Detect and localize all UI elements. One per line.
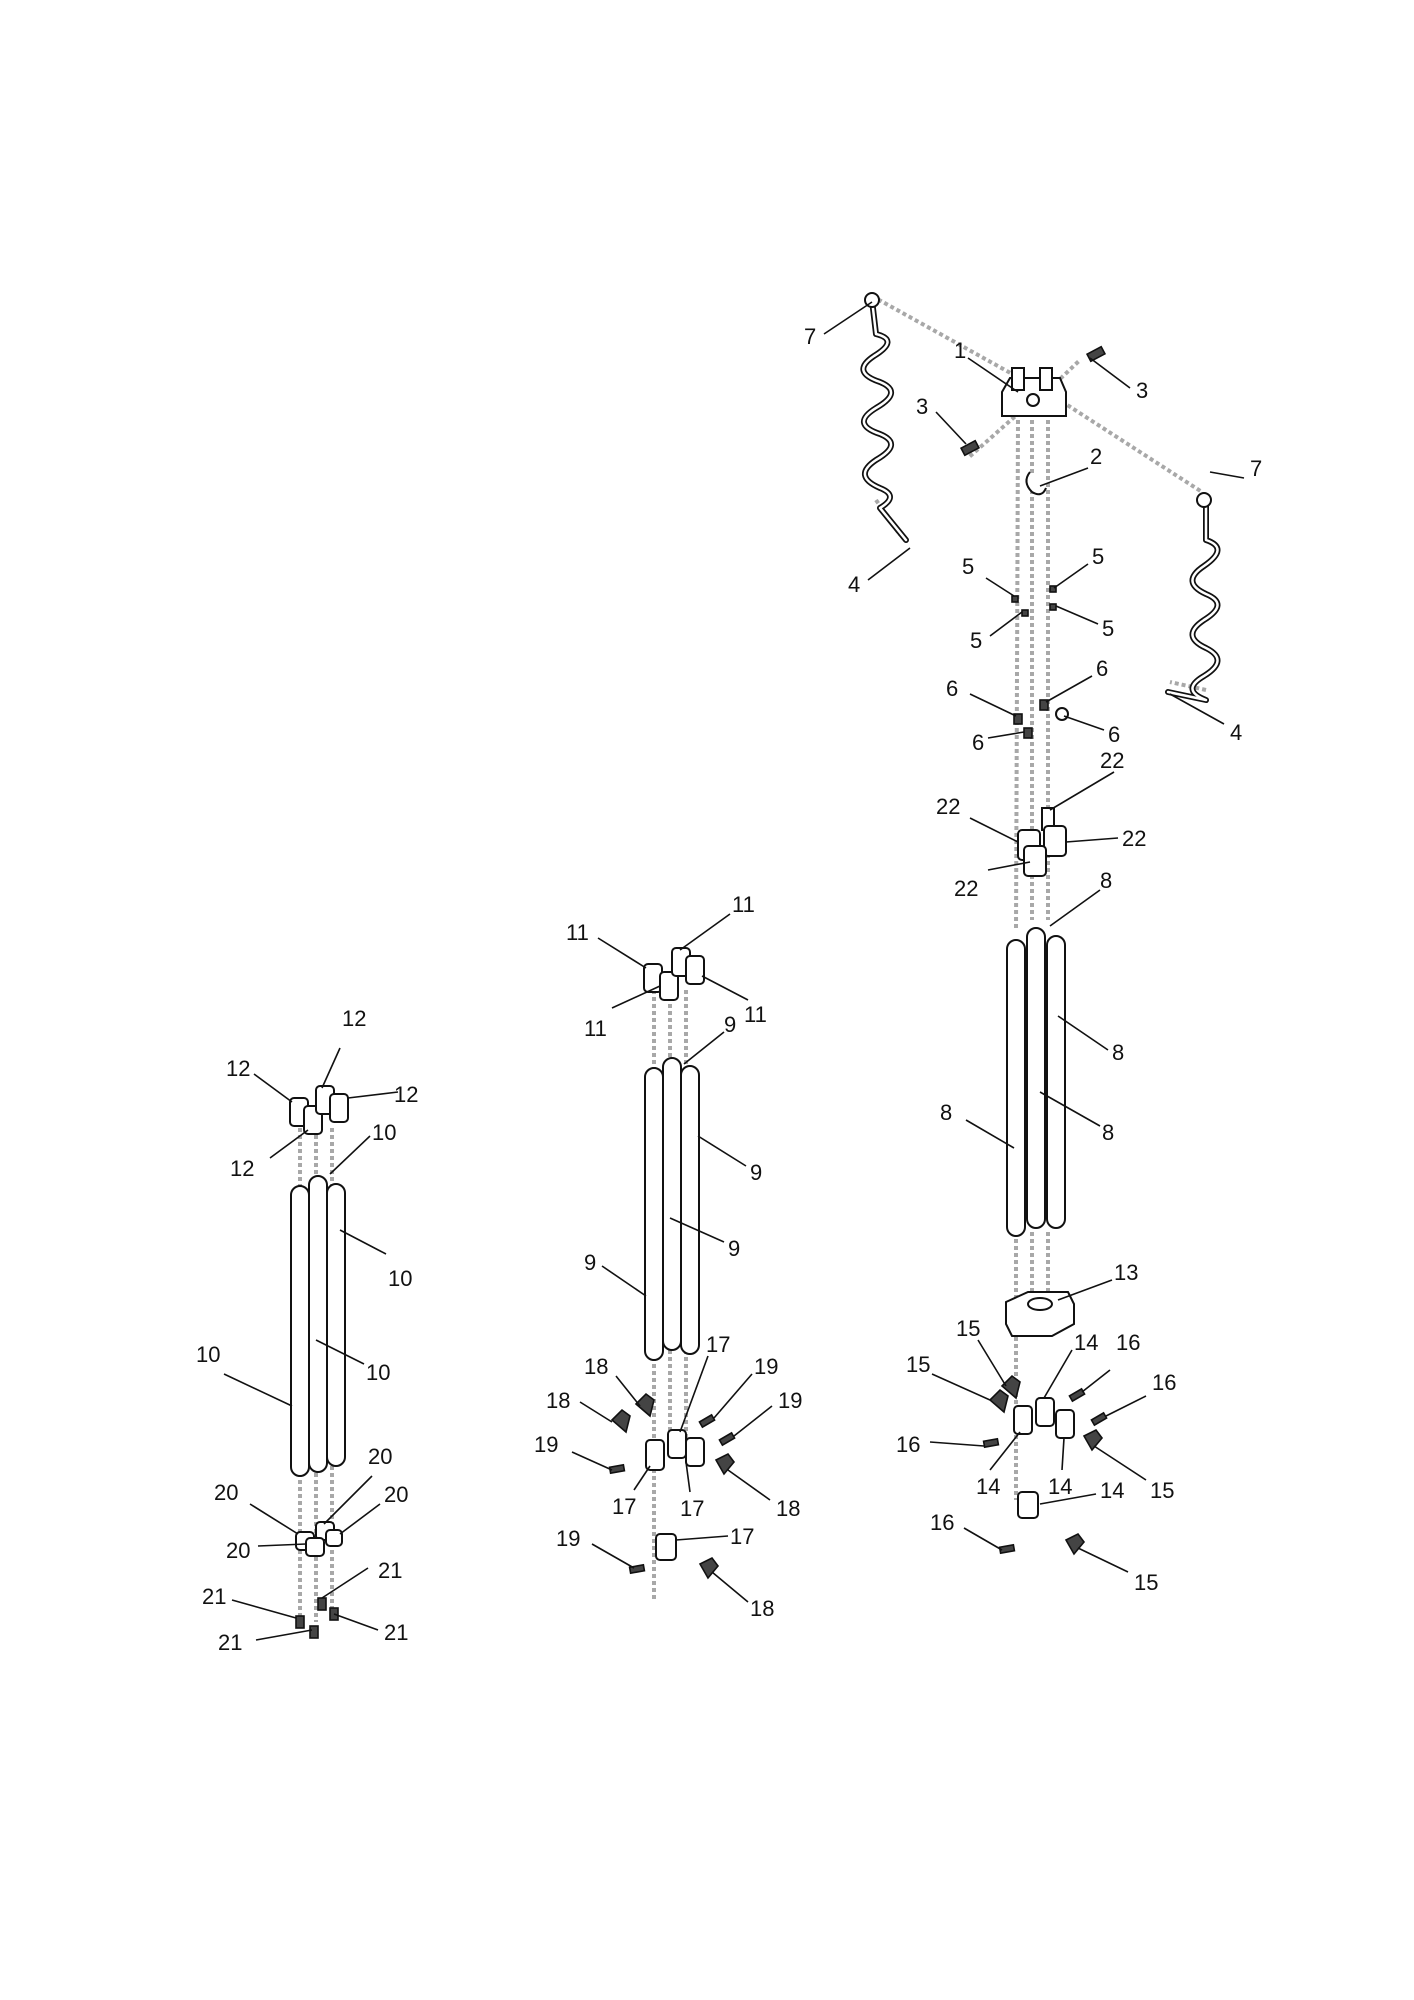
part-8-tubes — [1006, 927, 1066, 1237]
callout-12: 12 — [226, 1056, 250, 1081]
callout-22: 22 — [954, 876, 978, 901]
callout-8: 8 — [1100, 868, 1112, 893]
callout-11: 11 — [744, 1002, 767, 1027]
callout-21: 21 — [218, 1630, 242, 1655]
part-20-fittings — [295, 1521, 343, 1557]
callout-10: 10 — [388, 1266, 412, 1291]
callout-19: 19 — [754, 1354, 778, 1379]
part-10-tubes — [290, 1175, 346, 1477]
part-2-hook — [1025, 471, 1047, 496]
callout-9: 9 — [728, 1236, 740, 1261]
part-17-sleeves — [645, 1429, 705, 1561]
callout-7: 7 — [804, 324, 816, 349]
callout-17: 17 — [730, 1524, 754, 1549]
callout-17: 17 — [680, 1496, 704, 1521]
callout-5: 5 — [1092, 544, 1104, 569]
callout-21: 21 — [378, 1558, 402, 1583]
callout-19: 19 — [778, 1388, 802, 1413]
callout-11: 11 — [732, 892, 755, 917]
callout-12: 12 — [230, 1156, 254, 1181]
callout-5: 5 — [970, 628, 982, 653]
callout-1: 1 — [954, 338, 966, 363]
leader-lines — [223, 301, 1245, 1641]
callout-17: 17 — [706, 1332, 730, 1357]
part-7-coil-springs — [860, 292, 1221, 703]
callout-5: 5 — [962, 554, 974, 579]
part-18-clips — [610, 1392, 736, 1580]
callout-9: 9 — [750, 1160, 762, 1185]
callout-2: 2 — [1090, 444, 1102, 469]
part-6-pins — [1013, 699, 1069, 739]
callout-17: 17 — [612, 1494, 636, 1519]
callout-labels: 7 1 3 3 2 7 4 4 5 5 5 5 6 6 6 6 22 22 22… — [196, 324, 1262, 1655]
callout-14: 14 — [1100, 1478, 1124, 1503]
part-14-sleeves — [1013, 1397, 1075, 1519]
part-13-base-block — [1005, 1291, 1075, 1337]
callout-13: 13 — [1114, 1260, 1138, 1285]
callout-14: 14 — [1048, 1474, 1072, 1499]
part-9-tubes — [644, 1057, 700, 1361]
part-15-clips — [988, 1374, 1104, 1556]
callout-9: 9 — [724, 1012, 736, 1037]
callout-22: 22 — [936, 794, 960, 819]
callout-16: 16 — [896, 1432, 920, 1457]
alignment-lines-middle — [652, 990, 688, 1600]
callout-20: 20 — [214, 1480, 238, 1505]
part-11-couplers — [643, 947, 705, 1001]
callout-4: 4 — [848, 572, 860, 597]
callout-21: 21 — [202, 1584, 226, 1609]
callout-20: 20 — [368, 1444, 392, 1469]
part-12-couplers — [289, 1085, 349, 1135]
callout-11: 11 — [566, 920, 589, 945]
callout-12: 12 — [342, 1006, 366, 1031]
callout-9: 9 — [584, 1250, 596, 1275]
part-3-bolts — [959, 345, 1107, 457]
callout-16: 16 — [1152, 1370, 1176, 1395]
callout-21: 21 — [384, 1620, 408, 1645]
part-16-bolts — [982, 1387, 1108, 1555]
callout-12: 12 — [394, 1082, 418, 1107]
callout-6: 6 — [972, 730, 984, 755]
callout-16: 16 — [1116, 1330, 1140, 1355]
callout-10: 10 — [366, 1360, 390, 1385]
callout-5: 5 — [1102, 616, 1114, 641]
right-assembly — [860, 292, 1221, 1556]
callout-15: 15 — [1150, 1478, 1174, 1503]
callout-15: 15 — [906, 1352, 930, 1377]
middle-assembly — [608, 947, 736, 1600]
part-1-head-bracket — [1001, 367, 1067, 417]
callout-10: 10 — [196, 1342, 220, 1367]
callout-18: 18 — [546, 1388, 570, 1413]
callout-4: 4 — [1230, 720, 1242, 745]
callout-19: 19 — [534, 1432, 558, 1457]
callout-6: 6 — [1096, 656, 1108, 681]
callout-6: 6 — [1108, 722, 1120, 747]
callout-20: 20 — [384, 1482, 408, 1507]
callout-3: 3 — [1136, 378, 1148, 403]
left-assembly — [289, 1085, 349, 1639]
part-19-bolts — [608, 1413, 736, 1575]
callout-8: 8 — [1102, 1120, 1114, 1145]
callout-14: 14 — [976, 1474, 1000, 1499]
part-22-couplers — [1017, 807, 1067, 877]
callout-15: 15 — [1134, 1570, 1158, 1595]
callout-15: 15 — [956, 1316, 980, 1341]
callout-3: 3 — [916, 394, 928, 419]
callout-7: 7 — [1250, 456, 1262, 481]
callout-16: 16 — [930, 1510, 954, 1535]
callout-6: 6 — [946, 676, 958, 701]
callout-10: 10 — [372, 1120, 396, 1145]
callout-8: 8 — [1112, 1040, 1124, 1065]
callout-22: 22 — [1122, 826, 1146, 851]
callout-14: 14 — [1074, 1330, 1098, 1355]
callout-18: 18 — [750, 1596, 774, 1621]
callout-18: 18 — [776, 1496, 800, 1521]
callout-18: 18 — [584, 1354, 608, 1379]
callout-11: 11 — [584, 1016, 607, 1041]
callout-20: 20 — [226, 1538, 250, 1563]
callout-22: 22 — [1100, 748, 1124, 773]
callout-8: 8 — [940, 1100, 952, 1125]
callout-19: 19 — [556, 1526, 580, 1551]
